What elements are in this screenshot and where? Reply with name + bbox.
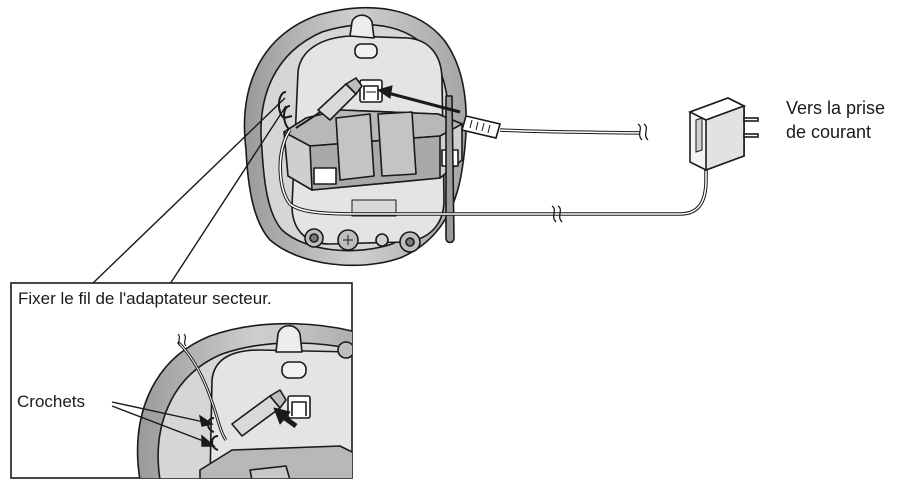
outlet-label-line2: de courant	[786, 122, 872, 142]
dc-plug	[295, 76, 363, 129]
inset-caption: Fixer le fil de l'adaptateur secteur.	[18, 289, 272, 308]
ac-adapter-cord	[278, 128, 708, 223]
outlet-label: Vers la prise de courant	[786, 96, 885, 144]
ac-adapter	[687, 97, 759, 172]
hooks-pointers	[111, 401, 216, 447]
telephone-cord	[376, 85, 649, 141]
hooks-label: Crochets	[17, 392, 86, 411]
outlet-label-line1: Vers la prise	[786, 98, 886, 118]
inset-leader-lines	[91, 97, 287, 285]
base-unit	[243, 6, 468, 267]
